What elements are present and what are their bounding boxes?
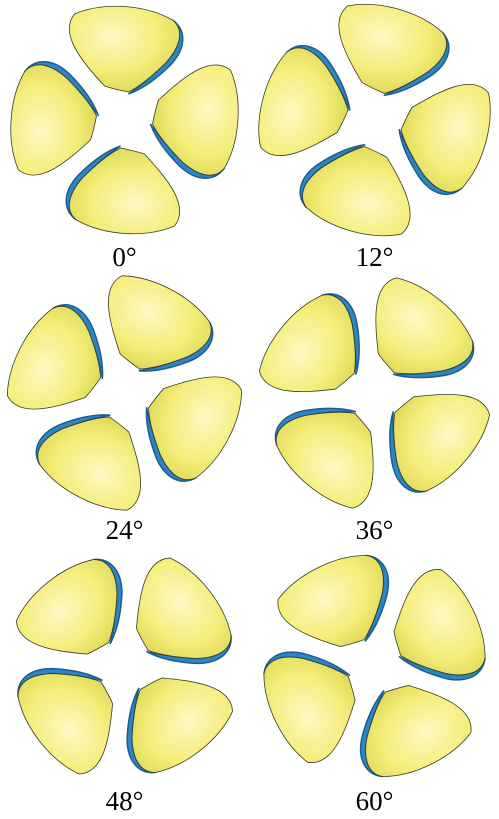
blade-face [250, 282, 384, 422]
blade-face [252, 42, 359, 168]
propeller-panel-0: 0° [0, 0, 249, 273]
blade [7, 546, 150, 684]
blade [151, 65, 239, 178]
blade [361, 364, 499, 507]
angle-label-24: 24° [0, 515, 249, 545]
blade-face [11, 65, 97, 175]
blade [11, 62, 99, 175]
rotor [11, 6, 238, 233]
blade-face [153, 65, 239, 175]
angle-label-60: 60° [250, 786, 499, 816]
blade [85, 273, 224, 393]
blade-face [263, 383, 403, 513]
blade [261, 380, 404, 513]
blade-face [108, 549, 246, 688]
blade-face [371, 561, 499, 699]
blade-face [0, 296, 121, 432]
propeller-panel-60: 60° [250, 546, 499, 819]
blade [107, 549, 248, 692]
blade-face [297, 136, 423, 240]
propeller-panel-36: 36° [250, 273, 499, 546]
angle-label-36: 36° [250, 515, 499, 545]
blade [66, 146, 179, 234]
blade [252, 39, 361, 168]
blade [345, 273, 488, 406]
blade-face [102, 650, 241, 786]
blade-face [250, 632, 378, 770]
propeller-24 [0, 273, 249, 513]
rotor [250, 0, 499, 240]
blade-face [69, 6, 179, 92]
blade [25, 393, 164, 513]
blade [250, 279, 388, 422]
blade-face [365, 365, 499, 505]
blade-face [270, 546, 408, 669]
blade-face [28, 396, 164, 513]
blade [69, 6, 182, 94]
blade [125, 353, 249, 492]
angle-label-0: 0° [0, 242, 249, 272]
propeller-48 [0, 546, 249, 786]
rotor [250, 546, 499, 786]
propeller-36 [250, 273, 499, 513]
propeller-panel-48: 48° [0, 546, 249, 819]
blade-face [390, 72, 497, 198]
rotor [0, 273, 249, 513]
blade-face [7, 546, 146, 682]
blade [99, 648, 242, 786]
propeller-0 [0, 0, 249, 240]
propeller-12 [250, 0, 499, 240]
blade-face [3, 644, 141, 783]
rotor [250, 273, 499, 513]
propeller-panel-12: 12° [250, 0, 499, 273]
blade [388, 71, 497, 200]
blade-face [128, 354, 249, 490]
propeller-panel-24: 24° [0, 273, 249, 546]
blade [0, 294, 124, 433]
rotor [0, 546, 249, 786]
propeller-60 [250, 546, 499, 786]
blade-face [85, 273, 221, 390]
blade-face [341, 663, 479, 786]
blade-face [346, 273, 486, 403]
blade [1, 640, 142, 783]
angle-label-48: 48° [0, 786, 249, 816]
blade-face [69, 148, 179, 234]
angle-label-12: 12° [250, 242, 499, 272]
blade-face [326, 0, 452, 104]
